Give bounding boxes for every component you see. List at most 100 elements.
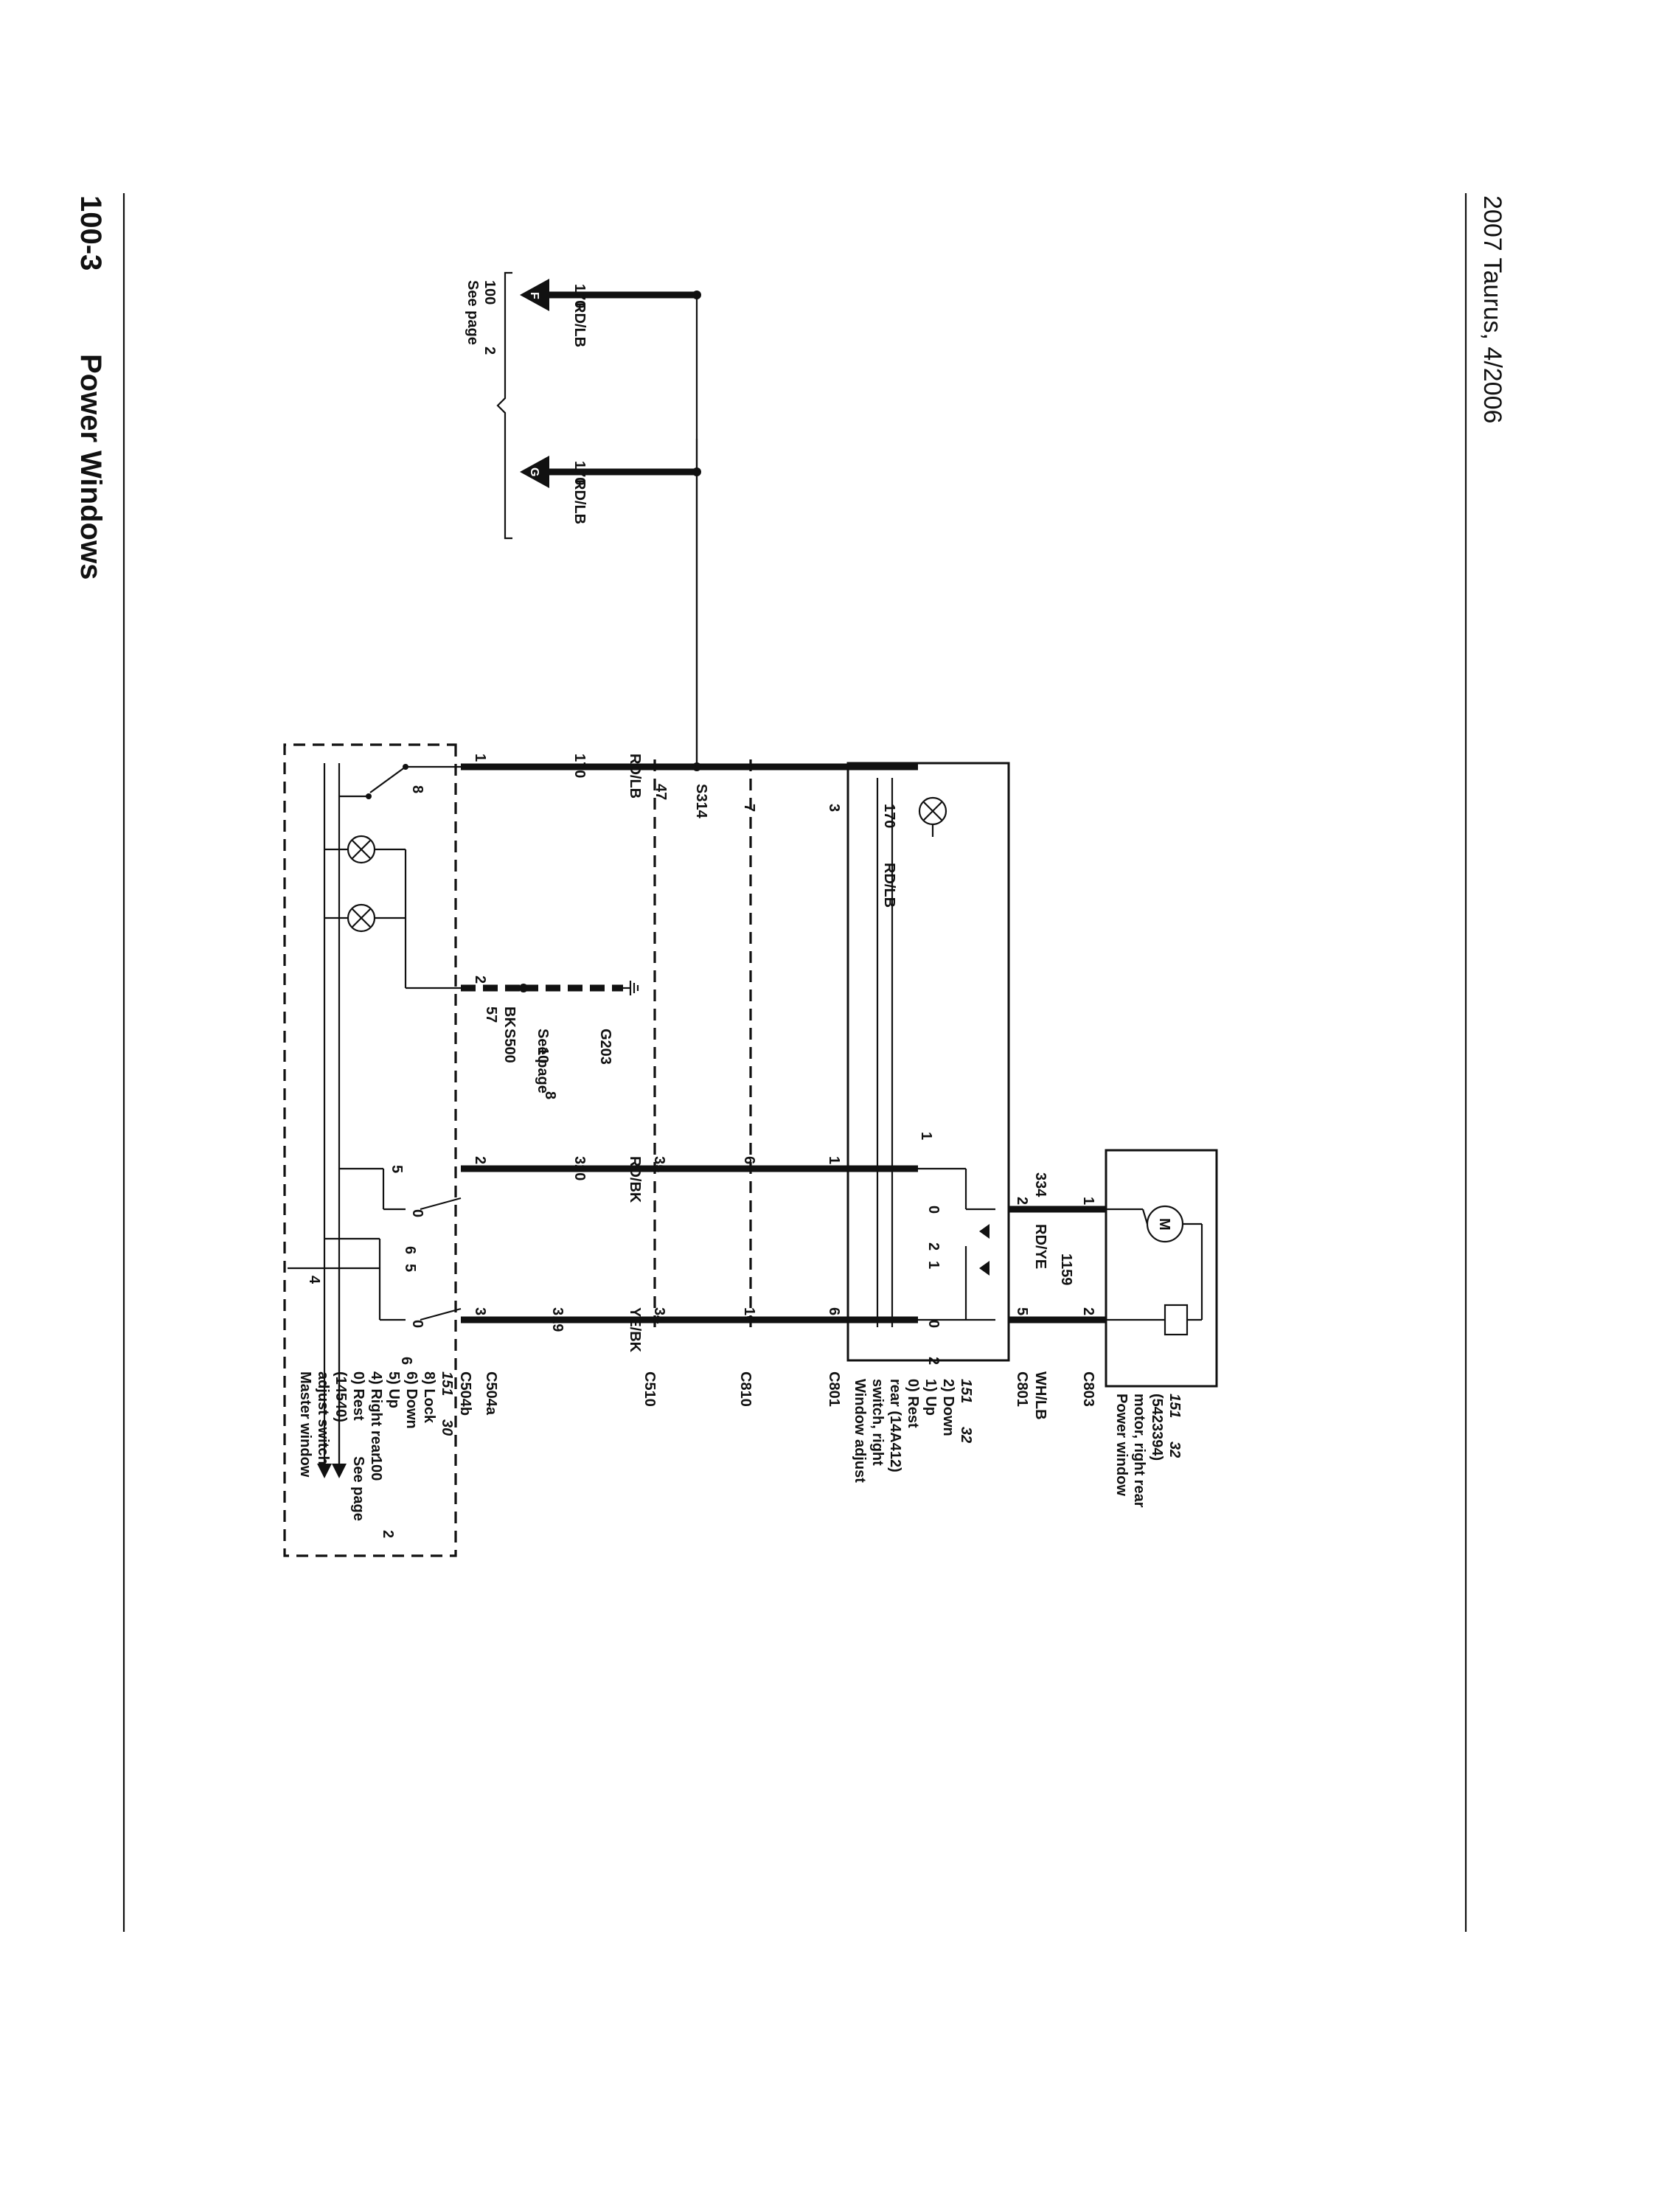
page-number: 100-3 — [74, 195, 107, 271]
rear-switch-name-3: rear (14A412) — [887, 1379, 903, 1472]
label-c810: C810 — [737, 1371, 754, 1407]
rear-pos-up-b: 1 — [925, 1261, 942, 1269]
master-switch-label: Master window adjust switch (14540) 0) R… — [297, 1371, 455, 1478]
label-c504b: C504b — [457, 1371, 473, 1416]
master-pos-down-a: 6 — [402, 1246, 418, 1254]
motor-m-label: M — [1156, 1218, 1172, 1231]
master-offpage-arrows: See page 100 2 — [317, 1268, 396, 1538]
illumination-lamp-1 — [324, 835, 406, 864]
pin-c801-3: 3 — [826, 804, 842, 812]
offpage-sub: 2 — [481, 347, 498, 355]
rear-legend-rest: 0) Rest — [905, 1379, 921, 1428]
page-title: Power Windows — [74, 354, 107, 580]
label-rdye: RD/YE — [1032, 1224, 1048, 1269]
lock-switch: 8 — [339, 764, 461, 799]
master-pos-right-rear: 4 — [306, 1276, 322, 1284]
pin-c801-6: 6 — [826, 1307, 842, 1315]
pin-c810-6: 6 — [741, 1156, 757, 1164]
master-pos-up-a: 5 — [389, 1165, 405, 1173]
label-g: G — [528, 467, 540, 476]
label-rdlb-b: RD/LB — [881, 863, 897, 908]
master-switch-name-2: adjust switch — [315, 1371, 331, 1465]
rear-legend-down: 2) Down — [940, 1379, 956, 1436]
pin-c504b-3: 3 — [472, 1307, 488, 1315]
label-c803: C803 — [1080, 1371, 1096, 1407]
master-switch-name-3: (14540) — [333, 1371, 349, 1422]
pin-c810-10: 10 — [741, 1307, 757, 1324]
motor-ref-a: 151 — [1166, 1394, 1183, 1418]
pin-c801-5: 5 — [1014, 1307, 1030, 1315]
offpage-see-page: See page — [465, 280, 481, 345]
label-g203: G203 — [597, 1029, 613, 1065]
rear-ref-b: 32 — [958, 1427, 974, 1443]
label-1159: 1159 — [1058, 1253, 1074, 1285]
motor-ref-b: 32 — [1166, 1441, 1183, 1458]
motor-name-1: Power window — [1113, 1394, 1130, 1496]
pin-c810-7: 7 — [741, 804, 757, 812]
pin-c801-1: 1 — [826, 1156, 842, 1164]
motor-label: Power window motor, right rear (5423394)… — [1113, 1394, 1183, 1508]
label-57: 57 — [483, 1006, 499, 1023]
motor-thermal-breaker — [1106, 1304, 1202, 1336]
master-updown-switch: 5 0 6 5 0 6 4 — [288, 1165, 462, 1365]
label-319: 319 — [549, 1307, 566, 1332]
illumination-lamp-2 — [324, 903, 406, 933]
footer-text: 2007 Taurus, 4/2006 — [1478, 195, 1506, 423]
master-legend-rest: 0) Rest — [350, 1371, 366, 1421]
label-s314: S314 — [693, 784, 709, 819]
label-rdbk: RD/BK — [627, 1156, 643, 1203]
rear-switch-name-2: switch, right — [869, 1379, 886, 1466]
pin-c504b-1: 1 — [472, 754, 488, 762]
pin-c803-2: 2 — [1080, 1307, 1096, 1315]
arrow-f — [520, 279, 549, 311]
arrow-g — [520, 456, 549, 488]
motor-box — [1105, 1149, 1218, 1388]
rear-switch-label: Window adjust switch, right rear (14A412… — [852, 1379, 974, 1483]
s500-see-page: See page — [535, 1029, 551, 1093]
label-334: 334 — [1032, 1172, 1048, 1197]
master-pos-up-b: 5 — [402, 1264, 418, 1272]
master-ref-a: 151 — [439, 1371, 455, 1396]
label-yebk: YE/BK — [627, 1307, 643, 1353]
rear-pos-down-b: 2 — [925, 1357, 942, 1365]
label-320: 320 — [571, 1156, 588, 1180]
master-see-page-sub: 2 — [380, 1530, 396, 1538]
pin-c504b-2: 2 — [472, 975, 488, 984]
master-legend-lock: 8) Lock — [421, 1371, 437, 1424]
offpage-bracket — [496, 271, 512, 540]
master-see-page-num: 100 — [368, 1456, 384, 1481]
label-170-a: 170 — [571, 754, 588, 778]
master-pos-rest-a: 0 — [409, 1209, 425, 1217]
motor-name-2: motor, right rear — [1131, 1394, 1147, 1508]
rear-illumination-lamp — [918, 796, 947, 837]
label-170-f: 170 — [571, 284, 588, 308]
rear-pos-rest-b: 0 — [925, 1320, 942, 1328]
rear-pos-up-a: 1 — [918, 1132, 934, 1140]
s500-see-page-sub: 8 — [542, 1091, 558, 1099]
label-c504a-col: C504a — [483, 1371, 499, 1416]
label-170-g: 170 — [571, 461, 588, 485]
master-ref-b: 30 — [439, 1419, 455, 1436]
label-whlb: WH/LB — [1032, 1371, 1048, 1420]
pin-c801-2: 2 — [1014, 1197, 1030, 1205]
offpage-num: 100 — [481, 280, 498, 305]
rear-pos-rest-a: 0 — [925, 1206, 942, 1214]
rear-legend-up: 1) Up — [922, 1379, 939, 1416]
label-rdlb-g: RD/LB — [571, 479, 588, 524]
master-switch-box — [283, 743, 457, 1557]
pin-c510-35: 35 — [651, 1156, 667, 1172]
motor-name-3: (5423394) — [1149, 1394, 1165, 1461]
rear-switch-name-1: Window adjust — [852, 1379, 868, 1483]
s500-see-page-num: 10 — [535, 1047, 551, 1063]
pin-c510-34: 34 — [651, 1307, 667, 1324]
master-pos-down-b: 6 — [398, 1357, 414, 1365]
pin-c510-47: 47 — [653, 784, 669, 800]
label-c510: C510 — [641, 1371, 658, 1407]
master-see-page: See page — [350, 1456, 366, 1521]
rear-updown-switch: 1 0 2 1 0 2 — [918, 1132, 995, 1365]
label-c801-bottom: C801 — [1014, 1371, 1030, 1407]
pin-c504a-2: 2 — [472, 1156, 488, 1164]
